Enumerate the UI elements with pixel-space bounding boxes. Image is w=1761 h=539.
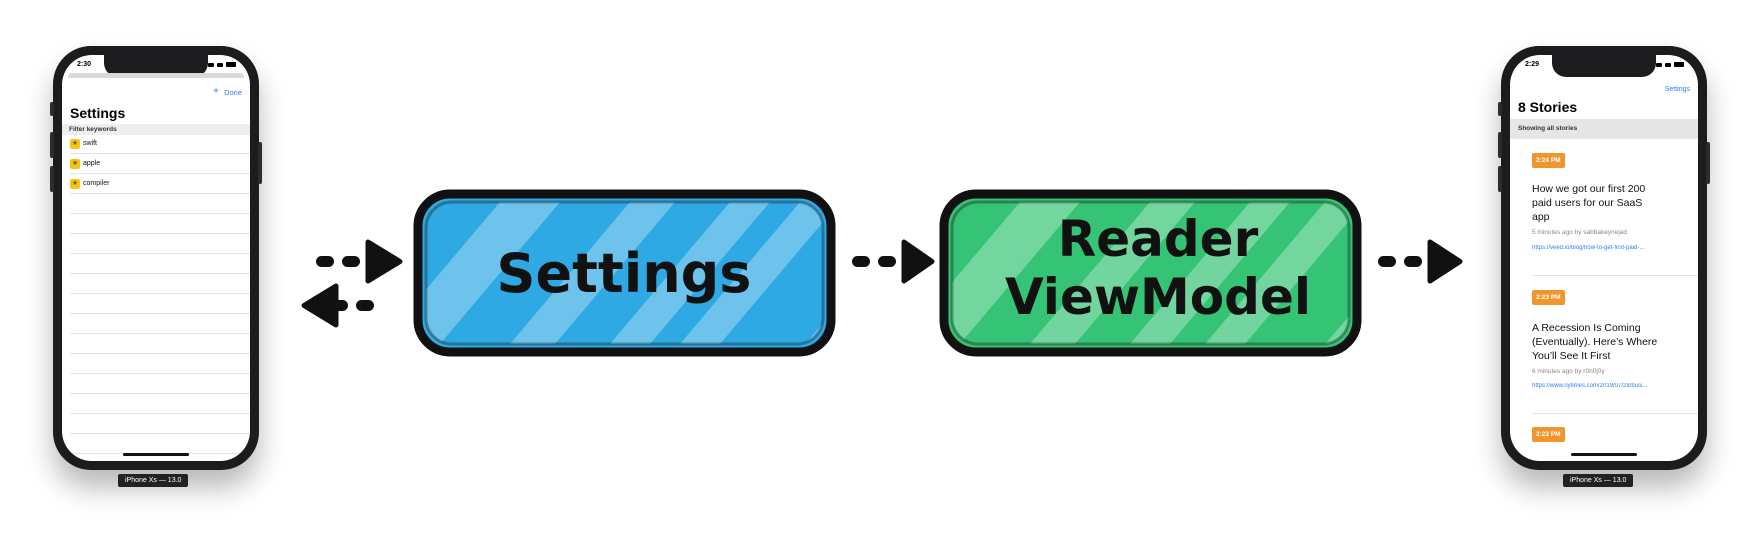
row-separator	[70, 293, 250, 294]
arrow-from-settings	[301, 283, 374, 328]
arrow-to-settings	[316, 239, 403, 284]
keyword-row[interactable]: ★ compiler	[62, 175, 250, 193]
reader-screen: 2:29 Settings 8 Stories Showing all stor…	[1510, 55, 1698, 461]
settings-box-label: Settings	[497, 242, 752, 305]
keyword-row[interactable]: ★ apple	[62, 155, 250, 173]
story-title: A Recession Is Coming (Eventually). Here…	[1532, 322, 1658, 362]
row-separator	[70, 313, 250, 314]
status-time: 2:30	[77, 61, 92, 68]
row-separator	[70, 233, 250, 234]
story-item[interactable]: 2:23 PM	[1510, 413, 1698, 461]
story-meta: 5 minutes ago by sabbakeynejad	[1532, 229, 1628, 236]
keyword-label: apple	[83, 160, 101, 167]
section-header: Filter keywords	[62, 124, 250, 135]
side-button	[1706, 142, 1710, 184]
page-title: Settings	[70, 105, 126, 121]
settings-button[interactable]: Settings	[1664, 86, 1690, 93]
row-separator	[70, 333, 250, 334]
story-item[interactable]: 2:24 PM How we got our first 200 paid us…	[1510, 139, 1698, 276]
story-title: How we got our first 200 paid users for …	[1532, 183, 1646, 223]
time-badge: 2:23 PM	[1532, 290, 1565, 305]
keyword-row[interactable]: ★ swift	[62, 135, 250, 153]
home-indicator	[1571, 453, 1637, 456]
story-item[interactable]: 2:23 PM A Recession Is Coming (Eventuall…	[1510, 276, 1698, 415]
row-separator	[70, 153, 250, 154]
status-icons	[1656, 62, 1684, 67]
page-title: 8 Stories	[1518, 99, 1578, 115]
story-link[interactable]: https://www.nytimes.com/2019/07/28/busi.…	[1532, 383, 1648, 389]
wifi-icon	[1665, 62, 1671, 67]
status-icons	[208, 62, 236, 67]
reader-phone: 2:29 Settings 8 Stories Showing all stor…	[1498, 46, 1710, 470]
filter-status: Showing all stories	[1510, 119, 1698, 139]
star-icon: ★	[70, 139, 80, 149]
signal-icon	[1656, 62, 1662, 67]
volume-down-button	[1498, 166, 1502, 192]
keyword-label: swift	[83, 140, 97, 147]
battery-icon	[1674, 62, 1684, 67]
time-badge: 2:23 PM	[1532, 427, 1565, 442]
row-separator	[70, 353, 250, 354]
row-separator	[70, 413, 250, 414]
viewmodel-box: Reader ViewModel	[939, 189, 1362, 357]
story-link[interactable]: https://veed.io/blog/how-to-get-first-pa…	[1532, 245, 1645, 251]
viewmodel-box-label-line1: Reader	[1058, 210, 1259, 268]
sheet-peek	[68, 73, 244, 78]
mute-switch	[50, 102, 54, 116]
home-indicator	[123, 453, 189, 456]
row-separator	[70, 373, 250, 374]
row-separator	[70, 173, 250, 174]
star-icon: ★	[70, 179, 80, 189]
signal-icon	[208, 62, 214, 67]
story-meta: 6 minutes ago by r0n0j0y	[1532, 368, 1605, 375]
device-label: iPhone Xs — 13.0	[118, 474, 189, 487]
star-icon: ★	[70, 159, 80, 169]
done-button[interactable]: Done	[224, 88, 242, 97]
mute-switch	[1498, 102, 1502, 116]
viewmodel-box-label-line2: ViewModel	[1005, 268, 1311, 326]
notch	[1552, 55, 1656, 77]
divider	[1532, 275, 1698, 276]
wifi-icon	[217, 62, 223, 67]
device-label: iPhone Xs — 13.0	[1563, 474, 1634, 487]
keyword-label: compiler	[83, 180, 110, 187]
divider	[1532, 413, 1698, 414]
settings-phone: 2:30 + Done Settings Filter keywords ★ s…	[50, 46, 262, 470]
settings-screen: 2:30 + Done Settings Filter keywords ★ s…	[62, 55, 250, 461]
battery-icon	[226, 62, 236, 67]
status-time: 2:29	[1525, 61, 1540, 68]
row-separator	[70, 433, 250, 434]
settings-box: Settings	[413, 189, 836, 357]
add-keyword-button[interactable]: +	[213, 86, 219, 97]
volume-up-button	[50, 132, 54, 158]
row-separator	[70, 213, 250, 214]
flow-diagram: Settings Reader ViewModel	[301, 189, 1463, 357]
row-separator	[70, 393, 250, 394]
time-badge: 2:24 PM	[1532, 153, 1565, 168]
arrow-viewmodel-to-reader	[1378, 239, 1463, 284]
row-separator	[70, 193, 250, 194]
volume-down-button	[50, 166, 54, 192]
notch	[104, 55, 208, 77]
row-separator	[70, 253, 250, 254]
volume-up-button	[1498, 132, 1502, 158]
row-separator	[70, 273, 250, 274]
side-button	[258, 142, 262, 184]
arrow-settings-to-viewmodel	[852, 239, 935, 284]
